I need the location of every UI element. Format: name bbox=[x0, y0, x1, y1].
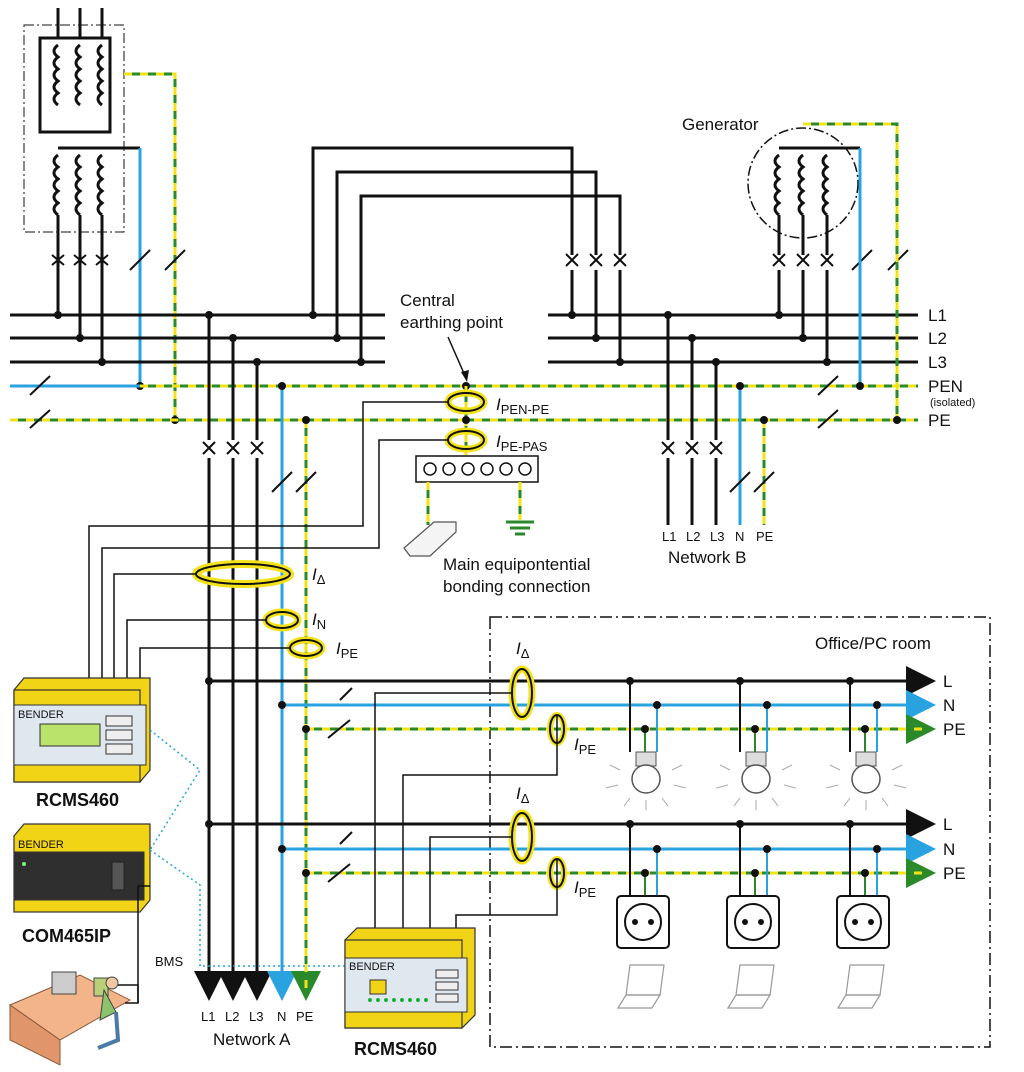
network-a-label: Network A bbox=[213, 1030, 291, 1049]
svg-text:N: N bbox=[943, 696, 955, 715]
com465ip-label: COM465IP bbox=[22, 926, 111, 946]
label-l1: L1 bbox=[928, 306, 947, 325]
svg-text:L: L bbox=[943, 815, 952, 834]
laptop-3-icon bbox=[836, 964, 885, 1009]
workstation-icon bbox=[8, 971, 139, 1066]
busbar-labels: L1 L2 L3 PEN (isolated) PE bbox=[928, 306, 975, 430]
na-l1: L1 bbox=[201, 1009, 215, 1024]
socket-3 bbox=[836, 820, 890, 949]
generator: Generator bbox=[682, 115, 909, 424]
lamp-1 bbox=[605, 677, 687, 810]
bus-links bbox=[149, 729, 345, 967]
central-earthing: Central earthing point IPEN-PE IPE-PAS M… bbox=[400, 291, 590, 596]
sensor-wiring bbox=[88, 401, 448, 678]
office-feed-upper: IΔ IPE L N PE bbox=[205, 639, 966, 757]
svg-text:IPE: IPE bbox=[574, 878, 596, 900]
rcms-left-label: RCMS460 bbox=[36, 790, 119, 810]
svg-text:N: N bbox=[943, 840, 955, 859]
network-b-label: Network B bbox=[668, 548, 746, 567]
laptop-1-icon bbox=[616, 964, 665, 1009]
svg-text:BENDER: BENDER bbox=[18, 709, 64, 721]
nb-n: N bbox=[735, 529, 744, 544]
rcms460-left-device: BENDER RCMS460 bbox=[13, 677, 151, 810]
na-n: N bbox=[277, 1009, 286, 1024]
transformer bbox=[23, 8, 186, 424]
svg-text:IPE-PAS: IPE-PAS bbox=[496, 432, 548, 454]
office-room: Office/PC room bbox=[489, 616, 991, 1048]
svg-text:IΔ: IΔ bbox=[516, 639, 530, 661]
rcms460-bottom-device: BENDER RCMS460 bbox=[344, 927, 476, 1059]
network-b: L1 L2 L3 N PE Network B bbox=[661, 311, 775, 567]
svg-text:L: L bbox=[943, 672, 952, 691]
svg-text:IPE: IPE bbox=[574, 735, 596, 757]
svg-text:IN: IN bbox=[312, 610, 326, 632]
laptop-2-icon bbox=[726, 964, 775, 1009]
office-label: Office/PC room bbox=[815, 634, 931, 653]
lamps bbox=[605, 677, 907, 810]
svg-text:IΔ: IΔ bbox=[312, 565, 326, 587]
svg-text:PE: PE bbox=[943, 864, 966, 883]
label-l2: L2 bbox=[928, 329, 947, 348]
bonding-label-1: Main equipontential bbox=[443, 555, 590, 574]
na-l3: L3 bbox=[249, 1009, 263, 1024]
tie-lines bbox=[311, 146, 622, 362]
label-pen-isolated: (isolated) bbox=[930, 397, 975, 409]
label-l3: L3 bbox=[928, 353, 947, 372]
laptops bbox=[616, 964, 885, 1009]
office-feed-lower: IΔ IPE L N PE bbox=[205, 784, 966, 900]
svg-text:IΔ: IΔ bbox=[516, 784, 530, 806]
nb-l2: L2 bbox=[686, 529, 700, 544]
nb-pe: PE bbox=[756, 529, 774, 544]
lamp-3 bbox=[825, 677, 907, 810]
central-label-1: Central bbox=[400, 291, 455, 310]
socket-1 bbox=[616, 820, 670, 949]
nb-l1: L1 bbox=[662, 529, 676, 544]
central-label-2: earthing point bbox=[400, 313, 503, 332]
na-l2: L2 bbox=[225, 1009, 239, 1024]
label-pe: PE bbox=[928, 411, 951, 430]
label-pen: PEN bbox=[928, 377, 963, 396]
generator-label: Generator bbox=[682, 115, 759, 134]
tie-breakers bbox=[565, 253, 627, 362]
bonding-label-2: bonding connection bbox=[443, 577, 590, 596]
sockets bbox=[616, 820, 890, 949]
lamp-2 bbox=[715, 677, 797, 810]
na-pe: PE bbox=[296, 1009, 314, 1024]
com465ip-device: BENDER COM465IP bbox=[13, 823, 151, 946]
bottom-rcms-wiring bbox=[374, 692, 558, 930]
socket-2 bbox=[726, 820, 780, 949]
svg-text:IPE: IPE bbox=[336, 639, 358, 661]
rcms-bottom-label: RCMS460 bbox=[354, 1039, 437, 1059]
nb-l3: L3 bbox=[710, 529, 724, 544]
svg-text:PE: PE bbox=[943, 720, 966, 739]
bms-label: BMS bbox=[155, 954, 184, 969]
svg-text:BENDER: BENDER bbox=[349, 961, 395, 973]
svg-text:BENDER: BENDER bbox=[18, 839, 64, 851]
svg-text:IPEN-PE: IPEN-PE bbox=[496, 395, 549, 417]
